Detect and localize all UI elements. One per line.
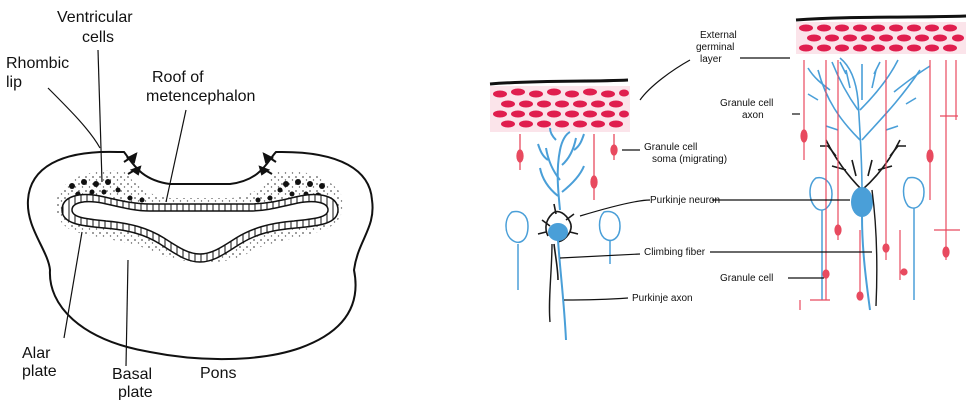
basal-plate-leader xyxy=(126,260,128,366)
metencephalon-section: Ventricular cells Rhombic lip Roof of me… xyxy=(6,9,373,400)
migration-arrows xyxy=(124,154,276,174)
climbing-fiber-leader xyxy=(560,252,872,258)
alar-plate-leader xyxy=(64,232,82,338)
label-climbing-fiber: Climbing fiber xyxy=(644,247,706,258)
ventricular-cells-leader xyxy=(98,50,102,182)
migrating-granule-cells-left xyxy=(517,134,617,200)
mature-purkinje-lower-branches xyxy=(820,140,906,190)
cerebellar-development: External germinal layer Granule cell axo… xyxy=(490,16,966,340)
immature-purkinje-soma xyxy=(548,223,568,241)
label-external: External xyxy=(700,30,737,41)
roof-leader xyxy=(166,110,186,202)
purkinje-axon-left xyxy=(558,240,566,340)
rhombic-lip-leader xyxy=(48,88,100,148)
immature-purkinje-dendrites xyxy=(538,128,584,210)
granule-cells-right xyxy=(800,60,960,310)
label-ventricular-cells-line2: cells xyxy=(82,29,114,46)
external-germinal-leader-left xyxy=(640,60,690,100)
label-metencephalon: metencephalon xyxy=(146,88,255,105)
label-purkinje-axon: Purkinje axon xyxy=(632,293,693,304)
glia-outlines-left xyxy=(506,212,620,290)
purkinje-axon-leader xyxy=(564,298,628,300)
label-germinal: germinal xyxy=(696,42,734,53)
label-granule-cell-soma: Granule cell xyxy=(644,142,697,153)
pial-surface-right xyxy=(796,16,966,20)
label-roof-of: Roof of xyxy=(152,69,204,86)
climbing-fiber-left xyxy=(549,244,552,322)
pial-surface-left xyxy=(490,80,628,84)
label-granule-cell-axon: Granule cell xyxy=(720,98,773,109)
label-basal-plate: Basal xyxy=(112,366,152,383)
label-axon: axon xyxy=(742,110,764,121)
label-alar-plate: Alar xyxy=(22,345,51,362)
climbing-fiber-right xyxy=(872,190,877,306)
label-soma-migrating: soma (migrating) xyxy=(652,154,727,165)
label-pons: Pons xyxy=(200,365,236,382)
label-alar-plate-line2: plate xyxy=(22,363,57,380)
label-granule-cell: Granule cell xyxy=(720,273,773,284)
label-purkinje-neuron: Purkinje neuron xyxy=(650,195,720,206)
label-rhombic-lip-line2: lip xyxy=(6,74,22,91)
label-basal-plate-line2: plate xyxy=(118,384,153,400)
label-rhombic-lip: Rhombic xyxy=(6,55,69,72)
label-ventricular-cells: Ventricular xyxy=(57,9,133,26)
label-layer: layer xyxy=(700,54,722,65)
mature-purkinje-soma xyxy=(851,187,873,217)
